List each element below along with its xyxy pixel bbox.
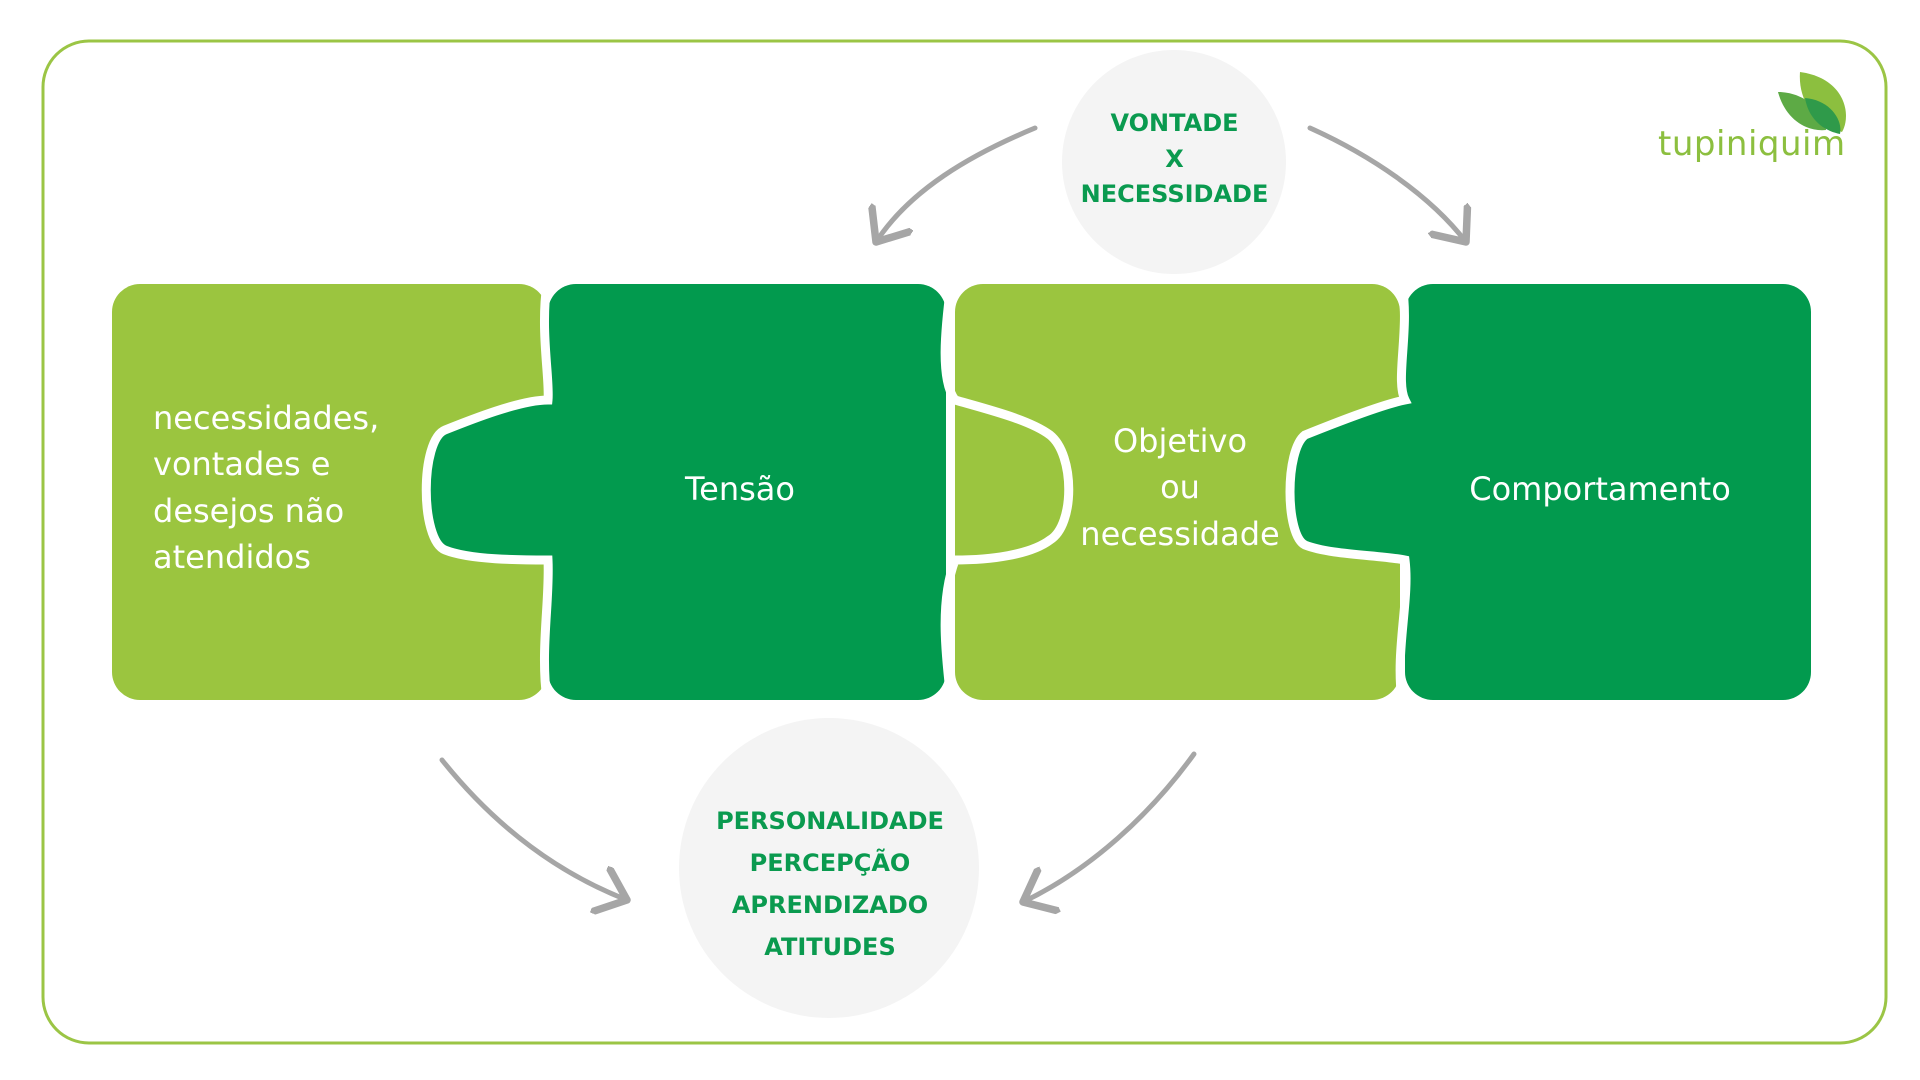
top-circle-label: VONTADE X NECESSIDADE — [1080, 109, 1269, 209]
piece-4-shape — [1405, 284, 1811, 700]
puzzle-row — [112, 279, 1811, 705]
seam-2 — [940, 279, 1074, 705]
top-circle — [1062, 50, 1286, 274]
knob-piece-3 — [955, 400, 1069, 560]
knob-piece-4 — [1290, 400, 1405, 560]
piece-3-shape — [955, 284, 1400, 700]
bottom-circle — [679, 718, 979, 1018]
bottom-circle-label: PERSONALIDADE PERCEPÇÃO APRENDIZADO ATIT… — [716, 807, 944, 961]
arrow-bottom-left — [439, 757, 627, 900]
piece-2-shape — [548, 284, 946, 700]
leaf-icon — [1778, 72, 1846, 134]
arrow-top-right — [1307, 125, 1466, 242]
piece-4-label: Comportamento — [1469, 470, 1731, 508]
seam-1 — [421, 279, 553, 705]
seam-3 — [1285, 279, 1412, 705]
knob-piece-2 — [426, 400, 548, 560]
logo-wordmark: tupiniquim — [1658, 124, 1846, 164]
piece-1-label: necessidades, vontades e desejos não ate… — [153, 399, 380, 577]
arrow-top-left — [876, 125, 1038, 242]
arrow-bottom-right — [1023, 751, 1197, 902]
piece-2-label: Tensão — [685, 470, 795, 508]
piece-3-label: Objetivo ou necessidade — [1080, 422, 1280, 553]
piece-1-shape — [112, 284, 547, 700]
